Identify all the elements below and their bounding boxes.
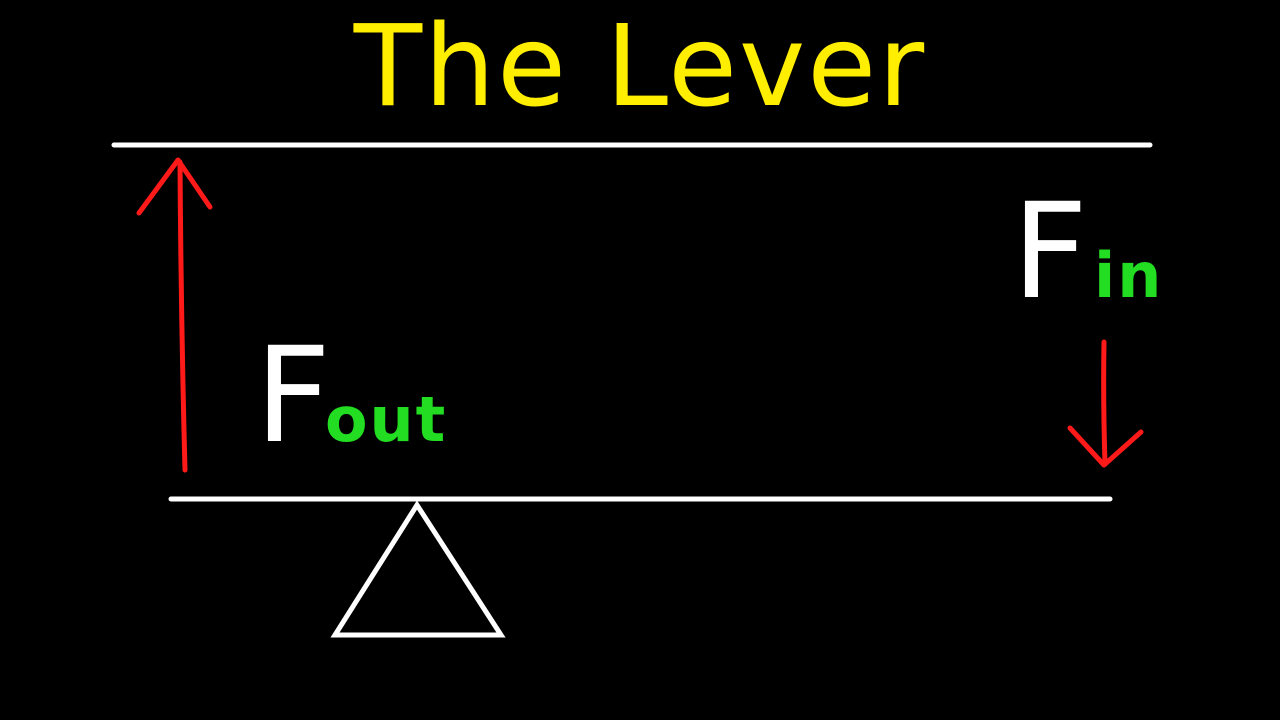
fulcrum-icon [330,500,506,638]
input-force-arrow-icon [1067,339,1144,468]
output-force-arrow-icon [136,157,213,473]
input-force-subscript: in [1093,239,1164,312]
output-force-label: Fout [255,330,447,462]
input-force-label: Fin [1012,186,1163,318]
diagram-title: The Lever [353,2,927,132]
input-force-symbol: F [1012,175,1088,329]
output-force-subscript: out [324,383,448,456]
output-force-symbol: F [255,319,331,473]
